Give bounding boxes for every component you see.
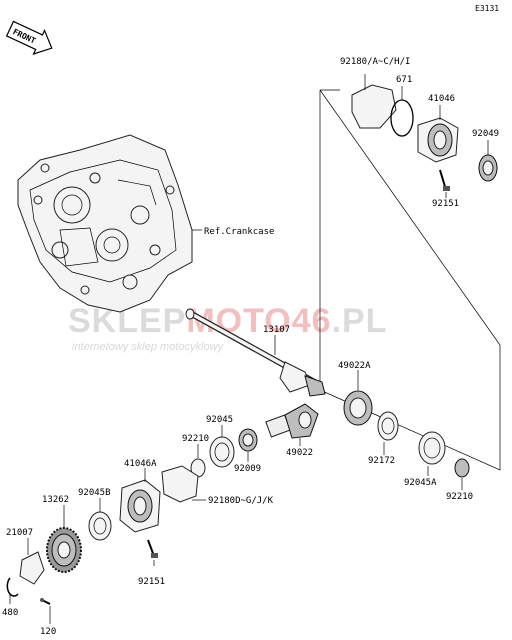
bearing-92045	[209, 436, 235, 468]
svg-text:SKLEPMOTO46.PL: SKLEPMOTO46.PL	[68, 302, 387, 340]
label-92210-right: 92210	[446, 492, 473, 502]
circlip-480	[6, 577, 19, 597]
label-49022: 49022	[286, 448, 313, 458]
watermark: SKLEPMOTO46.PL internetowy sklep motocyk…	[68, 302, 387, 353]
label-49022A: 49022A	[338, 361, 371, 371]
label-41046A: 41046A	[124, 459, 157, 469]
label-92172: 92172	[368, 456, 395, 466]
washer-92009	[238, 428, 258, 452]
watermark-brand-c: 46	[292, 302, 332, 340]
front-arrow-icon: FRONT	[5, 20, 53, 56]
label-480: 480	[2, 608, 18, 618]
label-92210-left: 92210	[182, 434, 209, 444]
label-92151-bottom: 92151	[138, 577, 165, 587]
label-41046: 41046	[428, 94, 455, 104]
label-92045B: 92045B	[78, 488, 111, 498]
label-92049: 92049	[472, 129, 499, 139]
crankcase-drawing	[17, 134, 202, 313]
sensor-21007	[19, 551, 45, 585]
gear-49022A	[343, 390, 373, 426]
label-92045: 92045	[206, 415, 233, 425]
ref-crankcase-label: Ref.Crankcase	[204, 227, 274, 237]
watermark-tagline: internetowy sklep motocyklowy	[72, 341, 225, 353]
housing-41046	[417, 117, 459, 163]
assembly-outline	[319, 89, 501, 471]
shaft-13107	[185, 308, 326, 397]
label-92180-top: 92180/A~C/H/I	[340, 57, 410, 67]
gear-13262	[46, 527, 82, 573]
gasket-92180D	[161, 465, 199, 503]
bearing-92045B	[88, 511, 112, 541]
label-21007: 21007	[6, 528, 33, 538]
o-ring-671	[390, 99, 414, 137]
diagram-code: E3131	[475, 4, 499, 13]
label-120: 120	[40, 627, 56, 637]
bolt-92151-top	[439, 169, 450, 191]
label-92045A: 92045A	[404, 478, 437, 488]
shim-92172	[377, 411, 399, 441]
bolt-120	[40, 598, 51, 605]
watermark-brand-d: .PL	[332, 302, 388, 340]
label-92180D: 92180D~G/J/K	[208, 496, 274, 506]
gasket-top	[351, 84, 397, 129]
housing-41046A	[119, 479, 161, 533]
bearing-92045A	[418, 431, 446, 465]
bolt-92151-bottom	[147, 539, 158, 558]
label-92009: 92009	[234, 464, 261, 474]
seal-92049	[478, 154, 498, 182]
washer-92210-right	[454, 458, 470, 478]
label-92151-top: 92151	[432, 199, 459, 209]
label-13107: 13107	[263, 325, 290, 335]
label-13262: 13262	[42, 495, 69, 505]
pinion-49022	[265, 403, 319, 439]
label-671: 671	[396, 75, 412, 85]
